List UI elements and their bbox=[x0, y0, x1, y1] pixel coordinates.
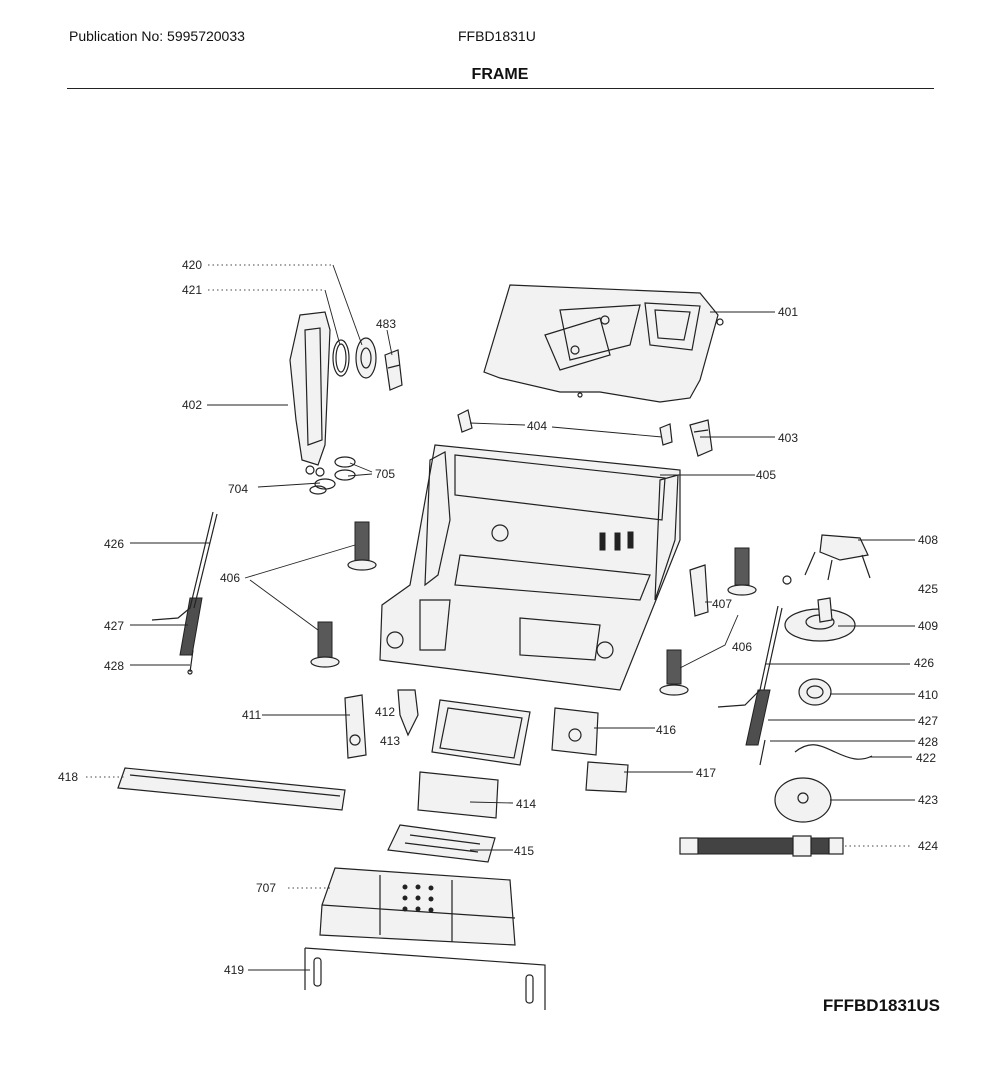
part-410-clamp bbox=[798, 678, 832, 706]
callout-402: 402 bbox=[182, 398, 202, 412]
part-483-clip bbox=[384, 349, 403, 391]
part-407-bracket bbox=[689, 564, 709, 617]
callout-420: 420 bbox=[182, 258, 202, 272]
callout-404: 404 bbox=[527, 419, 547, 433]
part-428-pin-right bbox=[759, 739, 766, 766]
callout-707: 707 bbox=[256, 881, 276, 895]
part-428-pin-left bbox=[187, 649, 194, 675]
callout-423: 423 bbox=[918, 793, 938, 807]
part-401-base-top bbox=[483, 284, 724, 403]
callout-424: 424 bbox=[918, 839, 938, 853]
callout-405: 405 bbox=[756, 468, 776, 482]
model-number: FFBD1831U bbox=[458, 28, 536, 44]
part-417-cover bbox=[585, 761, 629, 793]
part-424-hose bbox=[679, 835, 844, 857]
part-420-filter-disc bbox=[355, 337, 377, 379]
part-418-rail bbox=[117, 767, 346, 811]
callout-426-left: 426 bbox=[104, 537, 124, 551]
callout-406-left: 406 bbox=[220, 571, 240, 585]
callout-421: 421 bbox=[182, 283, 202, 297]
callout-414: 414 bbox=[516, 797, 536, 811]
callout-427-right: 427 bbox=[918, 714, 938, 728]
callout-427-left: 427 bbox=[104, 619, 124, 633]
part-707-panel bbox=[319, 867, 516, 946]
part-427-spring-left bbox=[179, 597, 203, 656]
callout-403: 403 bbox=[778, 431, 798, 445]
leader-lines bbox=[86, 264, 915, 971]
callout-415: 415 bbox=[514, 844, 534, 858]
part-414-board bbox=[417, 771, 499, 819]
part-403-bracket bbox=[689, 419, 713, 457]
part-426-rod-left bbox=[151, 511, 218, 621]
callout-705: 705 bbox=[375, 467, 395, 481]
part-412-clip bbox=[397, 689, 419, 737]
callout-401: 401 bbox=[778, 305, 798, 319]
part-421-ring bbox=[332, 339, 350, 377]
part-419-toe-panel bbox=[304, 947, 546, 1010]
callout-483: 483 bbox=[376, 317, 396, 331]
callout-426-right: 426 bbox=[914, 656, 934, 670]
callout-419: 419 bbox=[224, 963, 244, 977]
part-413-box bbox=[431, 699, 531, 766]
callout-422: 422 bbox=[916, 751, 936, 765]
part-427-spring-right bbox=[745, 689, 771, 746]
part-422-wire bbox=[794, 744, 873, 760]
callout-labels: 420 421 483 401 402 404 403 405 705 704 … bbox=[58, 258, 938, 977]
page-title: FRAME bbox=[471, 66, 529, 83]
part-411-bracket bbox=[344, 694, 367, 759]
diagram-code: FFFBD1831US bbox=[822, 996, 940, 1015]
callout-411: 411 bbox=[242, 708, 261, 722]
part-408-switch bbox=[782, 534, 871, 585]
callout-407: 407 bbox=[712, 597, 732, 611]
callout-428-left: 428 bbox=[104, 659, 124, 673]
callout-704: 704 bbox=[228, 482, 248, 496]
part-423-disc bbox=[774, 777, 832, 823]
part-405-base-frame bbox=[379, 444, 681, 691]
callout-408: 408 bbox=[918, 533, 938, 547]
callout-416: 416 bbox=[656, 723, 676, 737]
callout-409: 409 bbox=[918, 619, 938, 633]
callout-417: 417 bbox=[696, 766, 716, 780]
callout-410: 410 bbox=[918, 688, 938, 702]
part-415-tray bbox=[387, 824, 496, 863]
callout-425: 425 bbox=[918, 582, 938, 596]
part-416-box bbox=[551, 707, 599, 756]
part-409-sump bbox=[784, 597, 856, 642]
callout-418: 418 bbox=[58, 770, 78, 784]
callout-412: 412 bbox=[375, 705, 395, 719]
part-404-clips bbox=[457, 409, 673, 446]
callout-406-right: 406 bbox=[732, 640, 752, 654]
part-406-feet bbox=[310, 521, 757, 696]
part-426-rod-right bbox=[717, 605, 783, 708]
part-402-duct bbox=[289, 311, 331, 477]
publication-number: Publication No: 5995720033 bbox=[69, 28, 245, 44]
callout-428-right: 428 bbox=[918, 735, 938, 749]
header-rule bbox=[67, 88, 934, 89]
callout-413: 413 bbox=[380, 734, 400, 748]
